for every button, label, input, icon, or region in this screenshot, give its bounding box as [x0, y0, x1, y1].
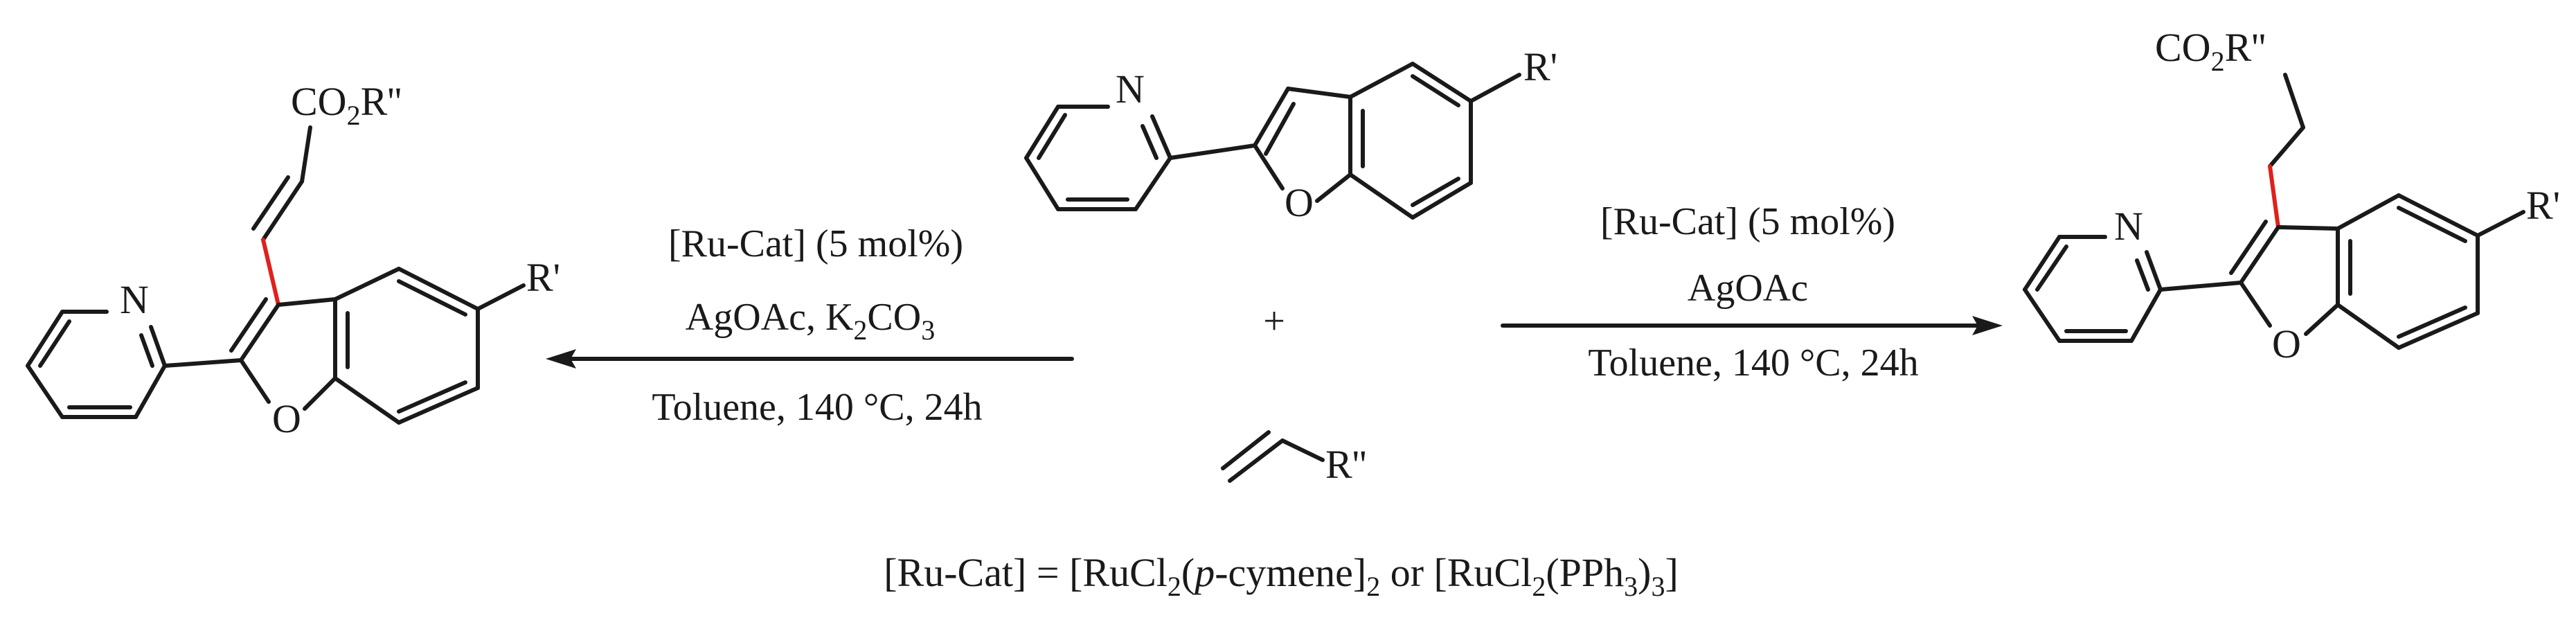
- left-condition-additives: AgOAc, K2CO3: [686, 296, 935, 346]
- left-condition-solvent-temperature: Toluene, 140 °C, 24h: [652, 386, 982, 429]
- foot-italic: p: [1192, 550, 1215, 595]
- left-ester-a: CO: [291, 79, 347, 124]
- left-additives-b: CO: [867, 296, 921, 339]
- right-product-ester-label: CO2R'': [2155, 25, 2266, 77]
- right-product-r-prime-label: R': [2526, 183, 2560, 228]
- left-condition-catalyst: [Ru-Cat] (5 mol%): [668, 222, 963, 265]
- pyridine-nitrogen-label: N: [1116, 67, 1145, 112]
- foot-p4: or [RuCl: [1380, 550, 1532, 595]
- left-product-oxygen-label: O: [272, 396, 301, 441]
- right-ester-b: R'': [2225, 25, 2266, 70]
- right-product-nitrogen-label: N: [2114, 204, 2143, 249]
- foot-s4: 3: [1624, 571, 1638, 602]
- right-benzofuran-core: O R': [2229, 183, 2560, 366]
- right-product: CO2R'' O R': [2023, 25, 2560, 366]
- substituent-r-prime-label: R': [1523, 44, 1557, 89]
- left-new-cc-bond: [261, 238, 280, 307]
- left-ester-b: R'': [361, 79, 402, 124]
- left-product-ester-label: CO2R'': [291, 79, 402, 131]
- plus-sign: +: [1263, 300, 1285, 343]
- foot-p5: (PPh: [1546, 550, 1624, 595]
- left-ester-sub: 2: [347, 100, 361, 131]
- starting-material: N O R': [1024, 44, 1557, 225]
- left-additives-a: AgOAc, K: [686, 296, 854, 339]
- left-reaction-arrow: [546, 349, 1074, 369]
- foot-p7: ]: [1665, 550, 1678, 595]
- right-ester-sub: 2: [2211, 46, 2225, 77]
- foot-p6: ): [1638, 550, 1651, 595]
- right-condition-solvent-temperature: Toluene, 140 °C, 24h: [1588, 342, 1918, 384]
- foot-s5: 3: [1651, 571, 1665, 602]
- alkene-r-double-prime-label: R'': [1325, 442, 1367, 487]
- right-condition-catalyst: [Ru-Cat] (5 mol%): [1600, 200, 1895, 243]
- furan-oxygen-label: O: [1285, 180, 1314, 225]
- left-product-nitrogen-label: N: [120, 277, 149, 322]
- left-product: CO2R'' O R': [26, 79, 560, 441]
- right-pyridine-ring: N: [2023, 204, 2163, 343]
- right-reaction-arrow: [1501, 316, 2003, 335]
- foot-s3: 2: [1532, 571, 1546, 602]
- foot-s2: 2: [1366, 571, 1380, 602]
- left-additives-sub1: 2: [853, 314, 867, 346]
- right-product-oxygen-label: O: [2272, 321, 2301, 366]
- foot-p3: -cymene]: [1215, 550, 1366, 595]
- left-additives-sub2: 3: [921, 314, 935, 346]
- foot-s1: 2: [1168, 571, 1181, 602]
- alkene-reagent: R'': [1221, 430, 1367, 487]
- pyridine-ring: N: [1024, 67, 1172, 211]
- foot-p1: [Ru-Cat] = [RuCl: [884, 550, 1168, 595]
- right-ester-a: CO: [2155, 25, 2211, 70]
- left-benzofuran-core: O R': [229, 255, 560, 441]
- right-new-cc-bond: [2268, 164, 2280, 229]
- left-pyridine-ring: N: [26, 277, 167, 419]
- foot-p2: (: [1181, 550, 1195, 595]
- benzofuran-core: O R': [1253, 44, 1557, 225]
- left-product-r-prime-label: R': [526, 255, 560, 300]
- right-condition-additive: AgOAc: [1688, 267, 1808, 310]
- catalyst-definition: [Ru-Cat] = [RuCl2(p-cymene]2 or [RuCl2(P…: [884, 550, 1679, 602]
- inter-ring-bond: [1168, 143, 1257, 160]
